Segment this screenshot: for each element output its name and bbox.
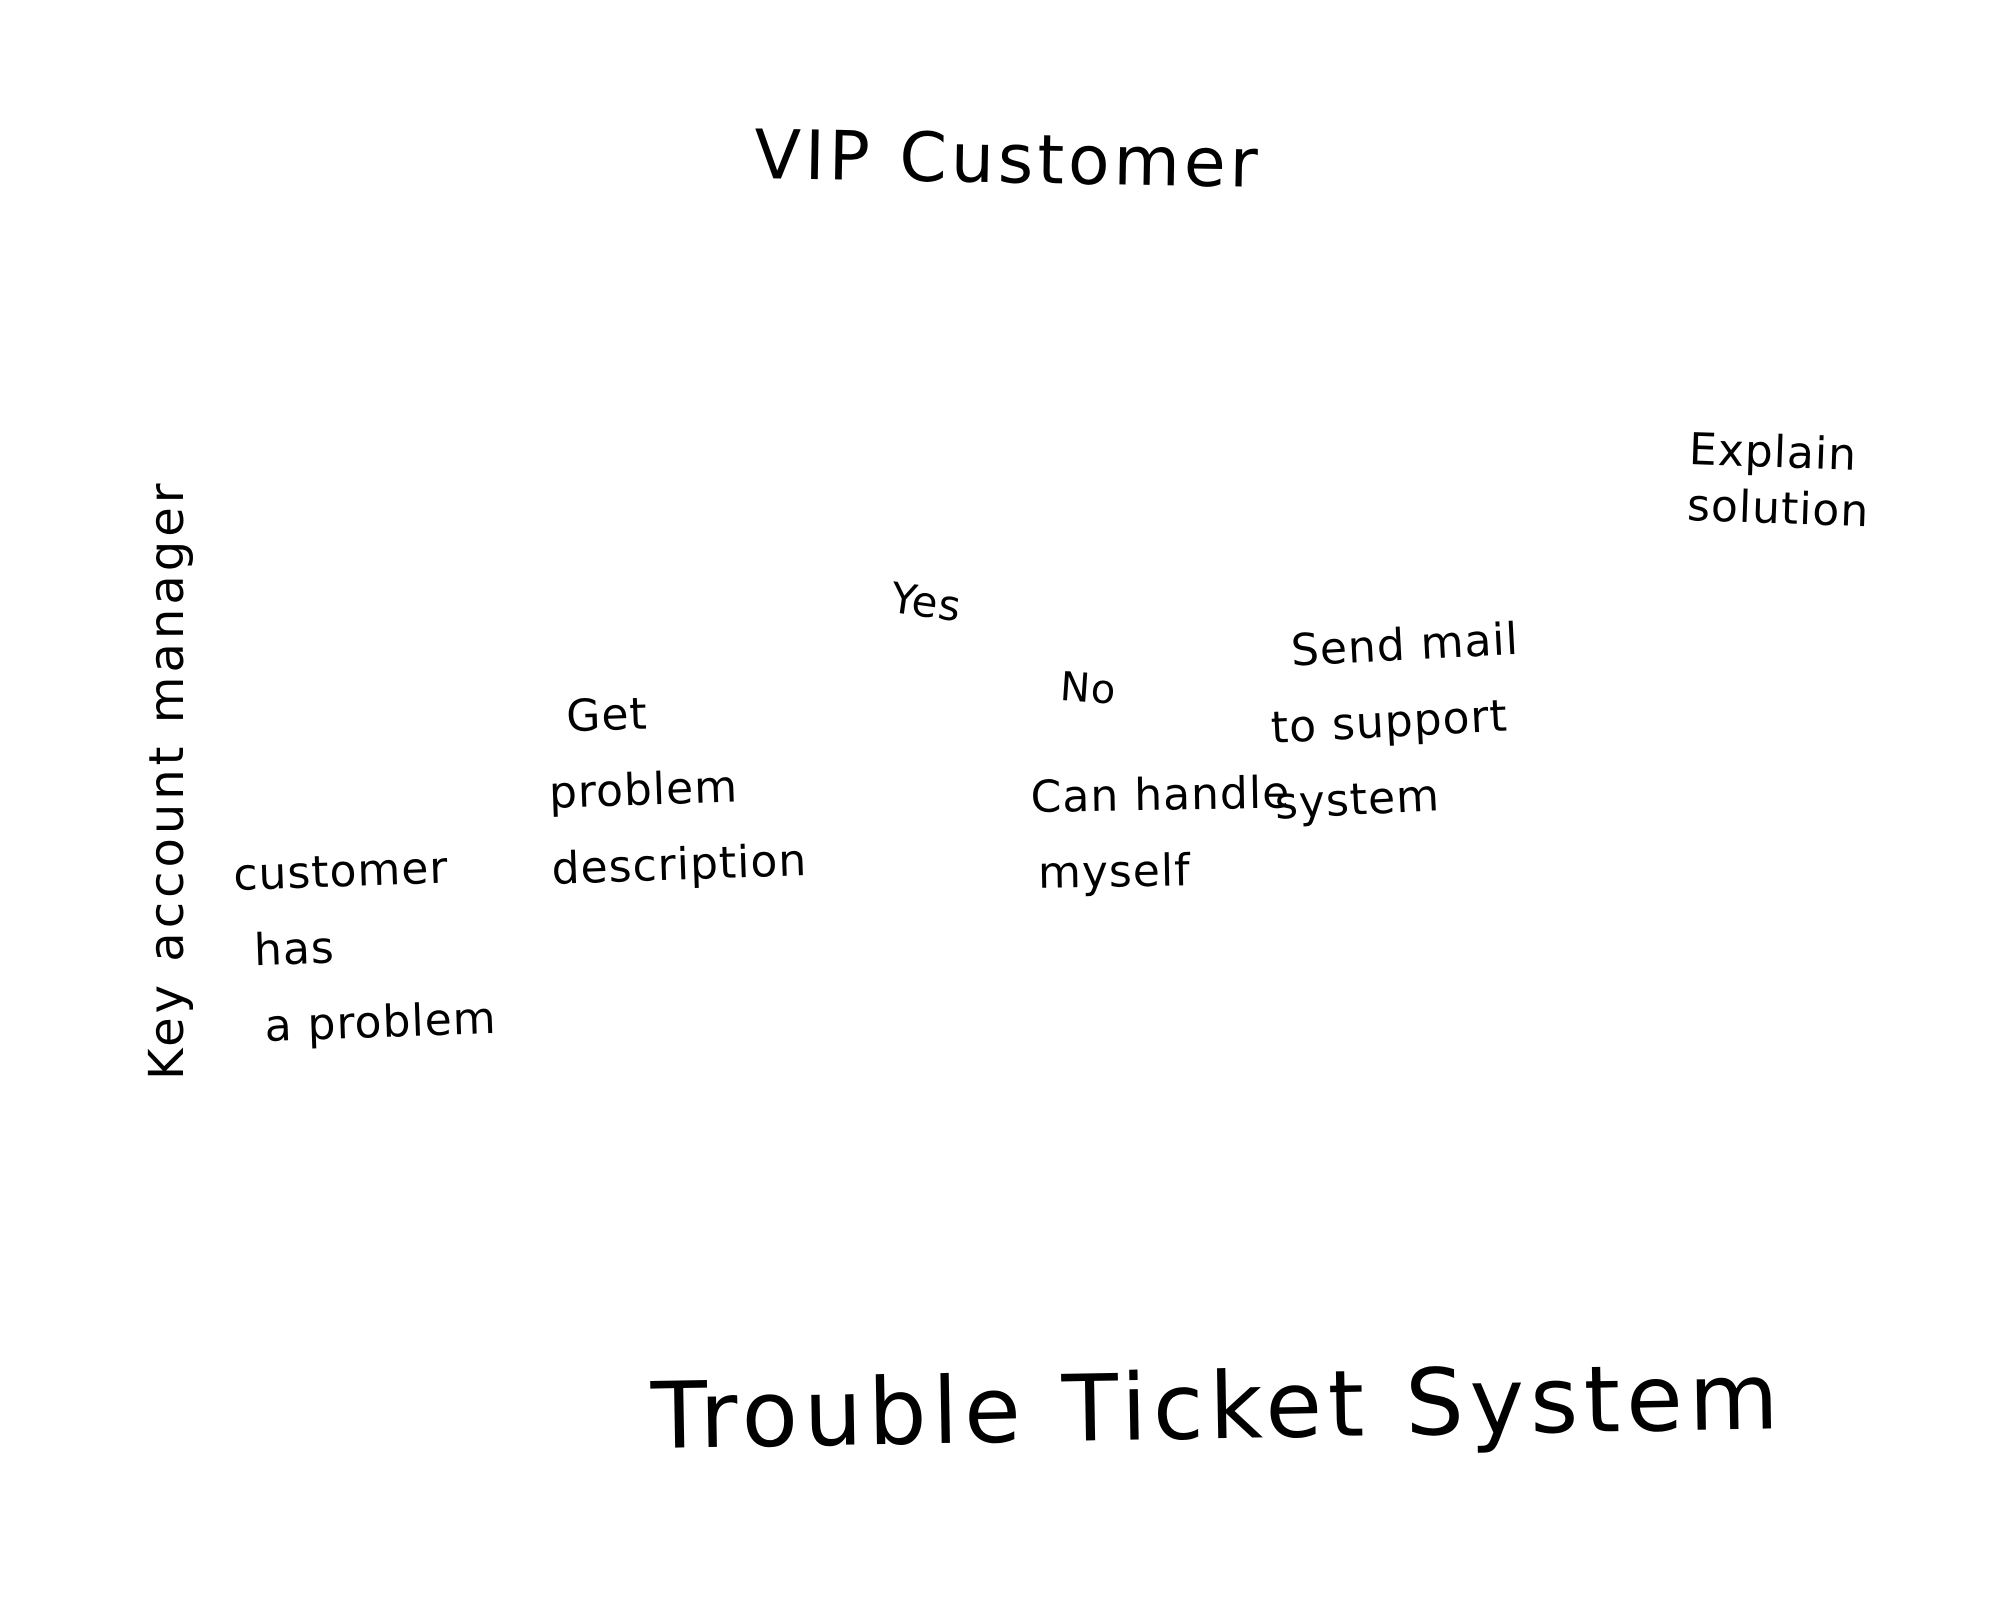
step-customer-has-problem: customer has a problem: [232, 829, 498, 1066]
step-text-line: Explain: [1688, 423, 1858, 481]
step-text-line: description: [550, 834, 809, 895]
step-text-line: Send mail: [1289, 613, 1521, 677]
step-text-line: solution: [1686, 479, 1871, 538]
decision-can-handle-myself: Can handle myself: [1030, 755, 1292, 912]
step-text-line: myself: [1037, 845, 1192, 899]
step-get-problem-description: Get problem description: [545, 671, 808, 908]
step-text-line: Can handle: [1030, 767, 1291, 823]
branch-label-no: No: [1058, 663, 1118, 714]
lane-label-vip-customer: VIP Customer: [753, 115, 1263, 204]
step-text-line: system: [1273, 770, 1442, 830]
branch-label-yes: Yes: [887, 572, 965, 632]
lane-label-key-account-manager: Key account manager: [139, 479, 195, 1080]
step-text-line: problem: [548, 761, 739, 819]
step-text-line: to support: [1269, 690, 1510, 754]
step-explain-solution: Explain solution: [1686, 422, 1872, 540]
step-text-line: a problem: [263, 992, 498, 1052]
step-text-line: customer: [232, 842, 450, 901]
step-send-mail-to-support: Send mail to support system: [1265, 602, 1529, 843]
lane-label-trouble-ticket-system: Trouble Ticket System: [650, 1343, 1786, 1470]
step-text-line: Get: [565, 688, 649, 743]
step-text-line: has: [253, 922, 336, 977]
